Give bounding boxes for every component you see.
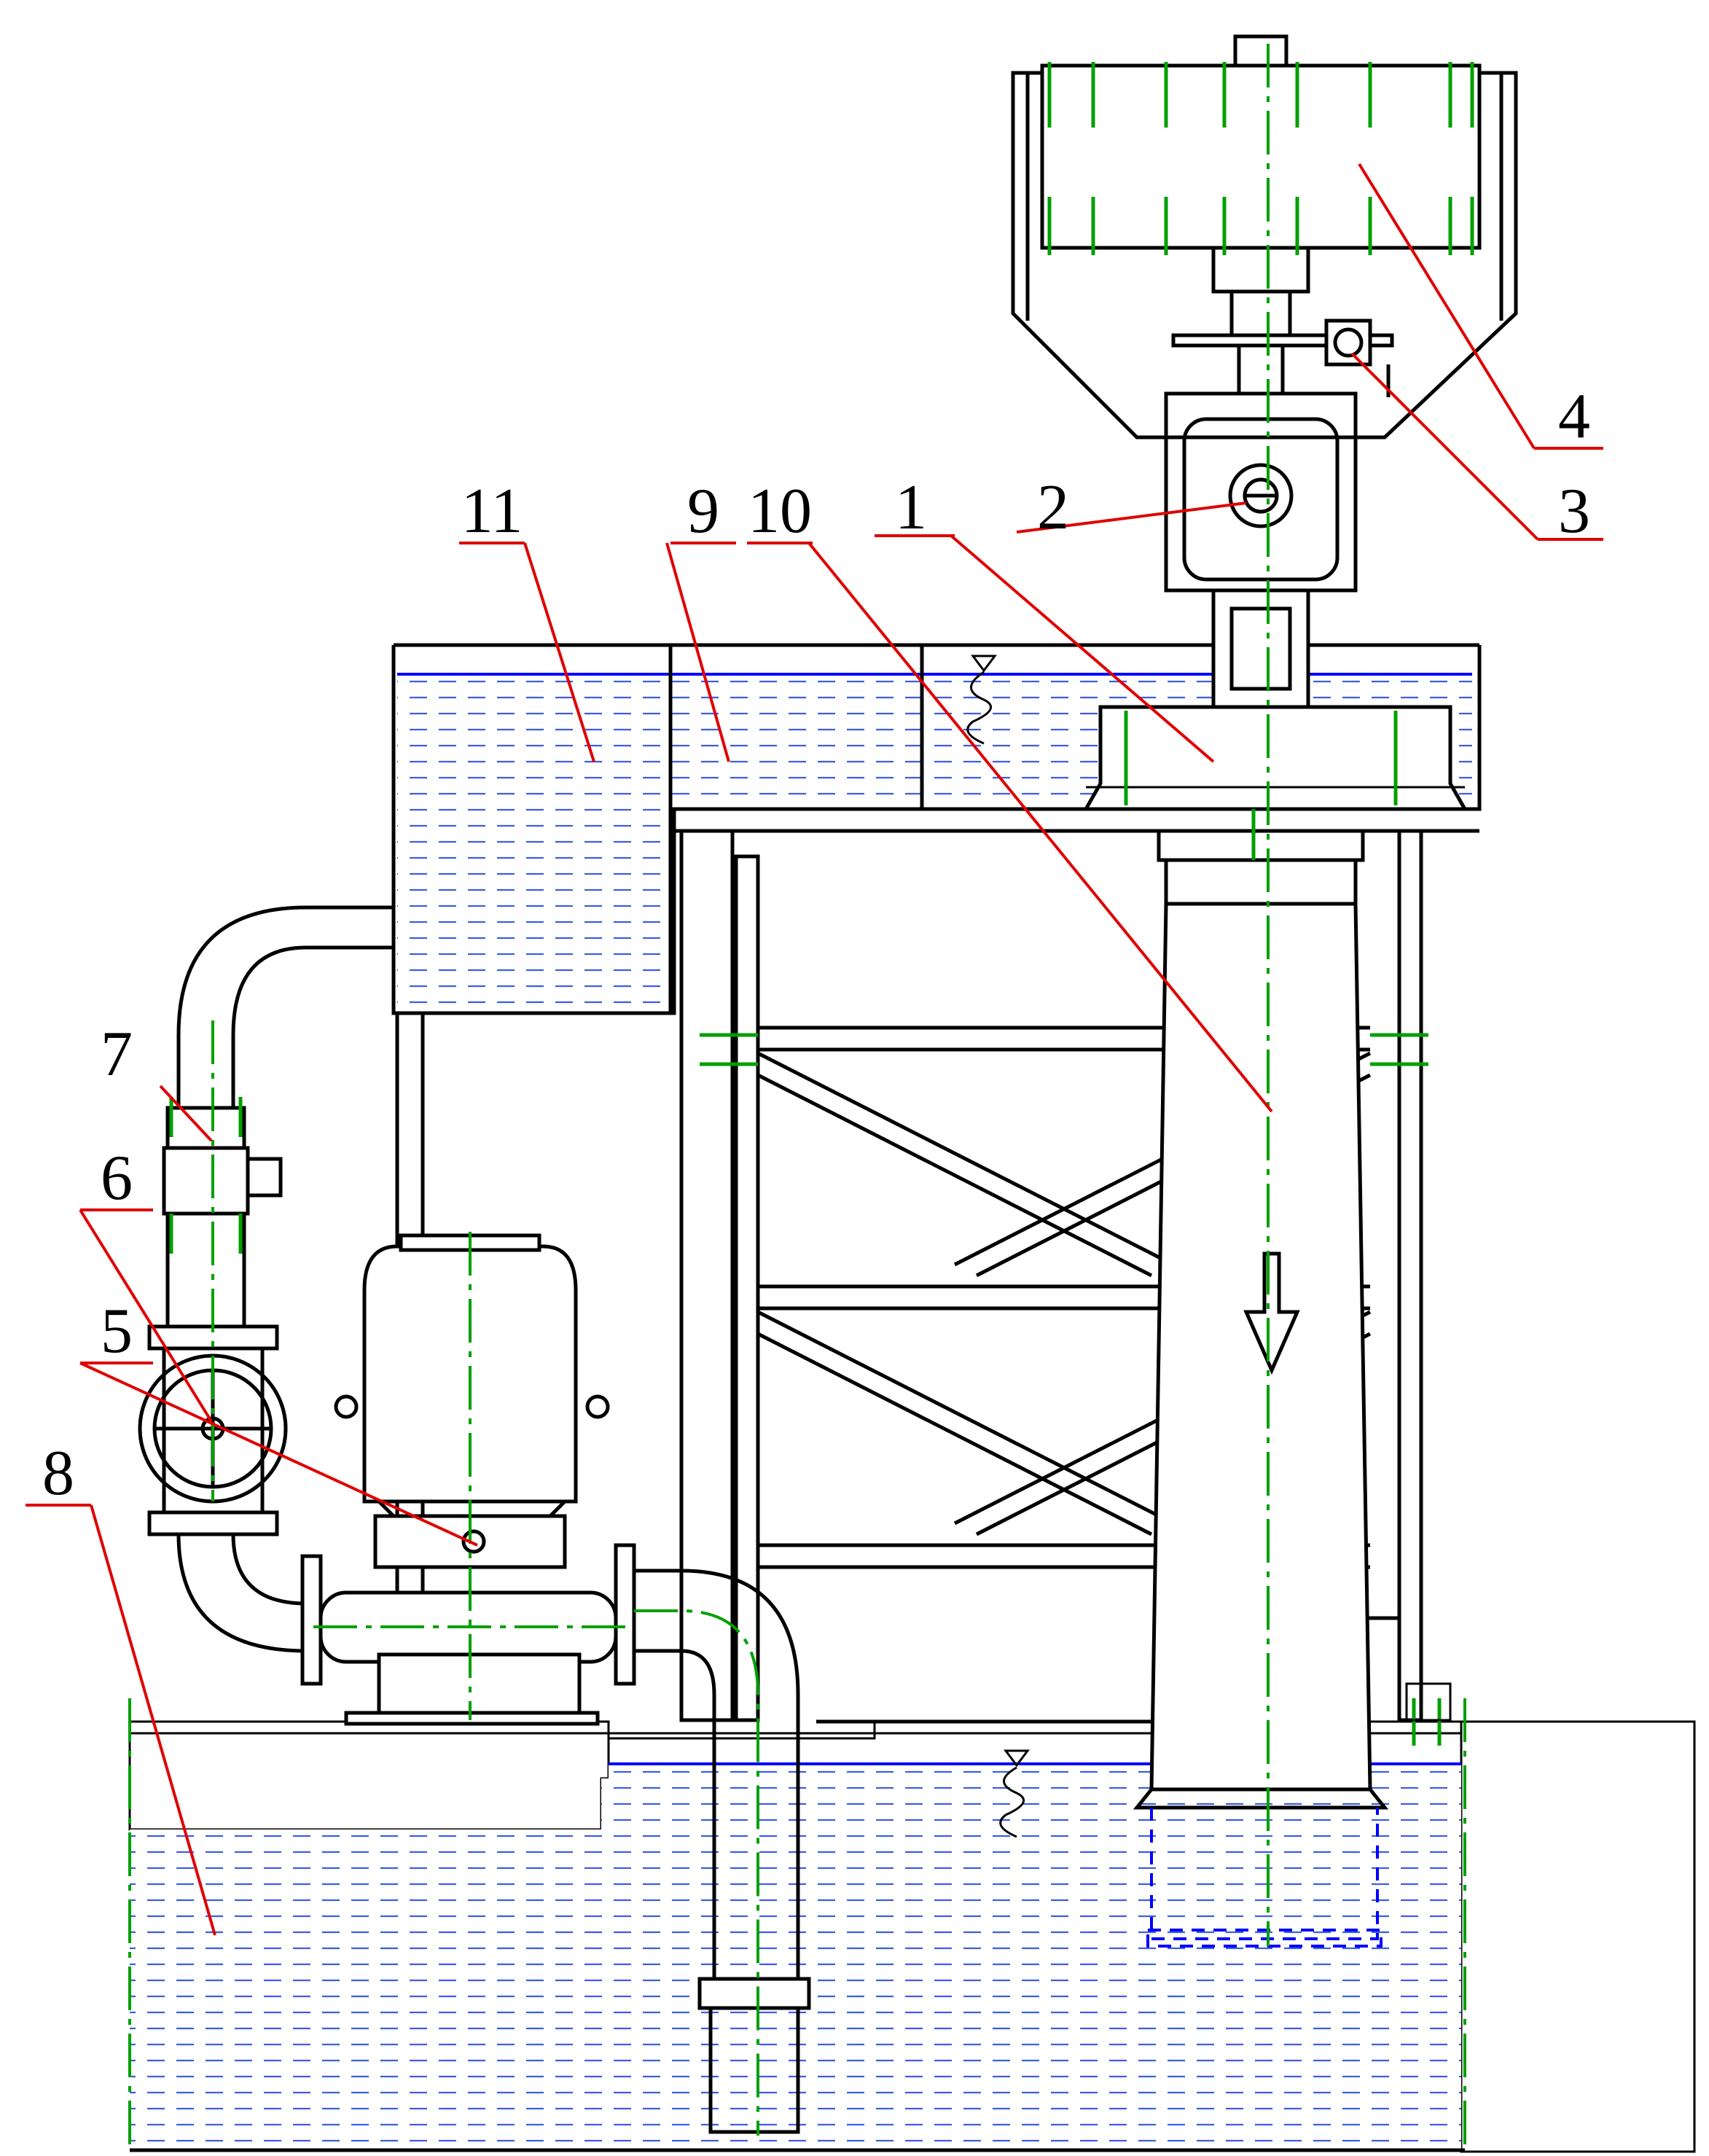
callout-2: 2 (1037, 472, 1069, 543)
drive-pulley (1171, 319, 1394, 397)
vertical-tube (1133, 829, 1389, 1948)
left-piping (138, 905, 394, 1653)
lower-reservoir (128, 1698, 1466, 2152)
upper-housing (1011, 34, 1518, 440)
drive-housing (1164, 391, 1358, 593)
suction-pipe (634, 1569, 811, 2136)
callout-labels: 1 2 3 4 5 6 7 8 9 10 11 (42, 381, 1590, 1509)
callout-7: 7 (101, 1019, 133, 1090)
callout-3: 3 (1558, 476, 1590, 547)
leader-lines (26, 163, 1603, 1936)
callout-10: 10 (748, 476, 812, 547)
callout-8: 8 (42, 1438, 74, 1509)
water-level-marker-upper (966, 655, 997, 745)
callout-9: 9 (687, 476, 719, 547)
water-level-marker-lower (999, 1749, 1030, 1838)
callout-1: 1 (895, 472, 927, 543)
callout-6: 6 (101, 1143, 133, 1214)
callout-11: 11 (461, 476, 523, 547)
callout-4: 4 (1558, 381, 1590, 452)
callout-5: 5 (101, 1296, 133, 1367)
pump-motor (300, 1232, 636, 1726)
tank-mounted-device (1082, 588, 1469, 860)
